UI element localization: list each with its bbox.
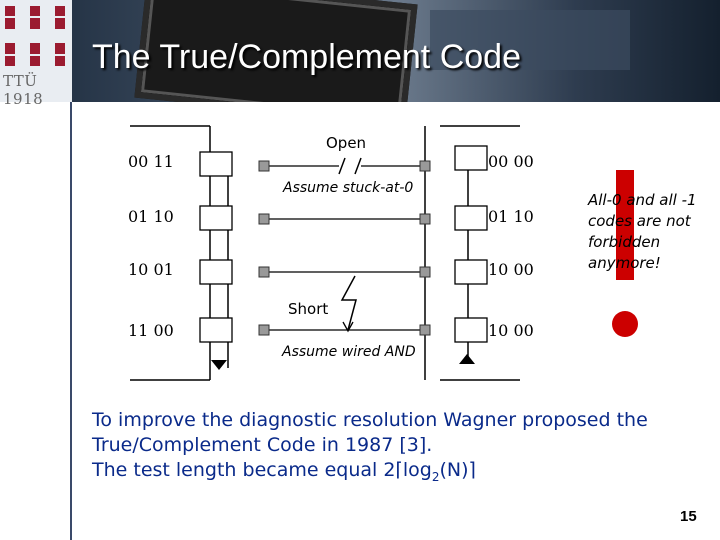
right-code-4: 10 00 [488, 321, 534, 340]
body-paragraph: To improve the diagnostic resolution Wag… [92, 408, 702, 490]
log-function: log [402, 459, 432, 481]
left-cell-2 [199, 205, 233, 231]
logo-text: TTÜ 1918 [3, 72, 44, 108]
body-line-1: To improve the diagnostic resolution Wag… [92, 409, 648, 431]
left-code-3: 10 01 [128, 260, 174, 279]
left-code-2: 01 10 [128, 207, 174, 226]
logo-mark [5, 6, 65, 66]
log-argument: (N) [439, 459, 469, 481]
left-code-4: 11 00 [128, 321, 174, 340]
left-cell-4 [199, 317, 233, 343]
right-cell-4 [454, 317, 488, 343]
right-cell-3 [454, 259, 488, 285]
right-code-3: 10 00 [488, 260, 534, 279]
short-label: Short [288, 300, 329, 318]
left-cell-1 [199, 151, 233, 177]
stuck-at-label: Assume stuck-at-0 [283, 180, 414, 196]
page-title: The True/Complement Code [92, 38, 521, 76]
body-line-3: The test length became equal 2⌈log2(N)⌉ [92, 459, 476, 484]
log-base: 2 [431, 469, 440, 484]
left-code-1: 00 11 [128, 152, 174, 171]
open-label: Open [326, 134, 367, 152]
board-image [430, 10, 630, 70]
left-rule [70, 102, 72, 540]
header-banner [0, 0, 720, 102]
body-line-3-prefix: The test length became equal 2 [92, 459, 396, 481]
note-text: All-0 and all -1 codes are not forbidden… [588, 191, 697, 272]
right-cell-2 [454, 205, 488, 231]
right-cell-1 [454, 145, 488, 171]
left-cell-3 [199, 259, 233, 285]
right-code-1: 00 00 [488, 152, 534, 171]
wired-and-label: Assume wired AND [282, 344, 416, 360]
body-line-2: True/Complement Code in 1987 [3]. [92, 434, 433, 456]
right-code-2: 01 10 [488, 207, 534, 226]
page-number: 15 [680, 508, 697, 525]
exclamation-mark [616, 170, 634, 280]
logo: TTÜ 1918 [0, 0, 72, 108]
